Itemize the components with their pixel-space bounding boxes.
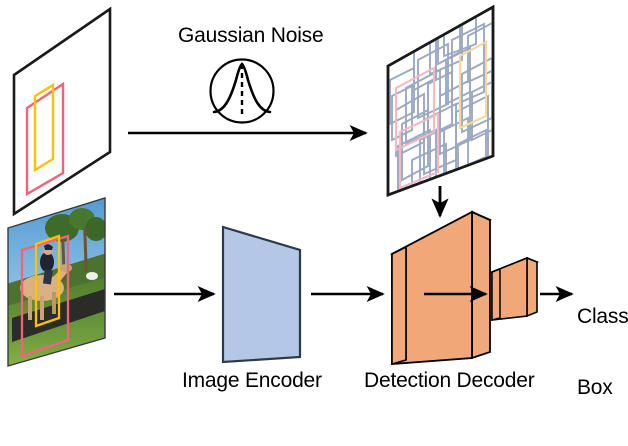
photo-rider-torso [40, 252, 54, 272]
photo-rider-legs [42, 269, 53, 285]
decoder-large-left-face [391, 245, 407, 366]
gt-box-pink [25, 81, 65, 197]
gaussian-curve-icon [209, 58, 275, 124]
photo-distant-animal [86, 272, 98, 280]
image-encoder-label: Image Encoder [182, 369, 322, 392]
photo-horse-head [60, 264, 72, 272]
photo-box-pink [20, 234, 70, 358]
decoder-large-slab [389, 210, 493, 366]
output-box-label: Box [577, 375, 613, 399]
noise-box-field [389, 7, 493, 195]
noise-plane-border-top [386, 4, 495, 197]
output-label: Class Box [577, 258, 628, 446]
photo-horse-leg [52, 292, 56, 314]
decoder-small-slab [489, 256, 540, 321]
gt-box-yellow [33, 82, 55, 173]
photo-horse-leg [28, 296, 32, 320]
diagram-canvas [7, 4, 574, 367]
detection-decoder-label: Detection Decoder [364, 369, 535, 392]
architecture-diagram: Gaussian Noise Image Encoder Detection D… [7, 4, 628, 399]
noisy-boxes-plane [386, 4, 495, 197]
gaussian-noise-label: Gaussian Noise [178, 24, 324, 47]
output-class-label: Class [577, 305, 628, 329]
input-photo-plane [7, 197, 106, 367]
image-encoder-shape [221, 225, 302, 364]
photo-plane-outline [7, 197, 106, 367]
decoder-small-left-face [491, 267, 501, 321]
photo-box-yellow [34, 234, 61, 328]
photo-rider-hat [44, 244, 53, 250]
photo-tree-crown [85, 217, 105, 241]
decoder-large-side [471, 210, 491, 360]
decoder-small-side [526, 256, 538, 318]
gt-boxes-plane [12, 6, 112, 217]
photo-horse-leg [40, 296, 44, 320]
photo-tree-trunk [83, 227, 88, 273]
